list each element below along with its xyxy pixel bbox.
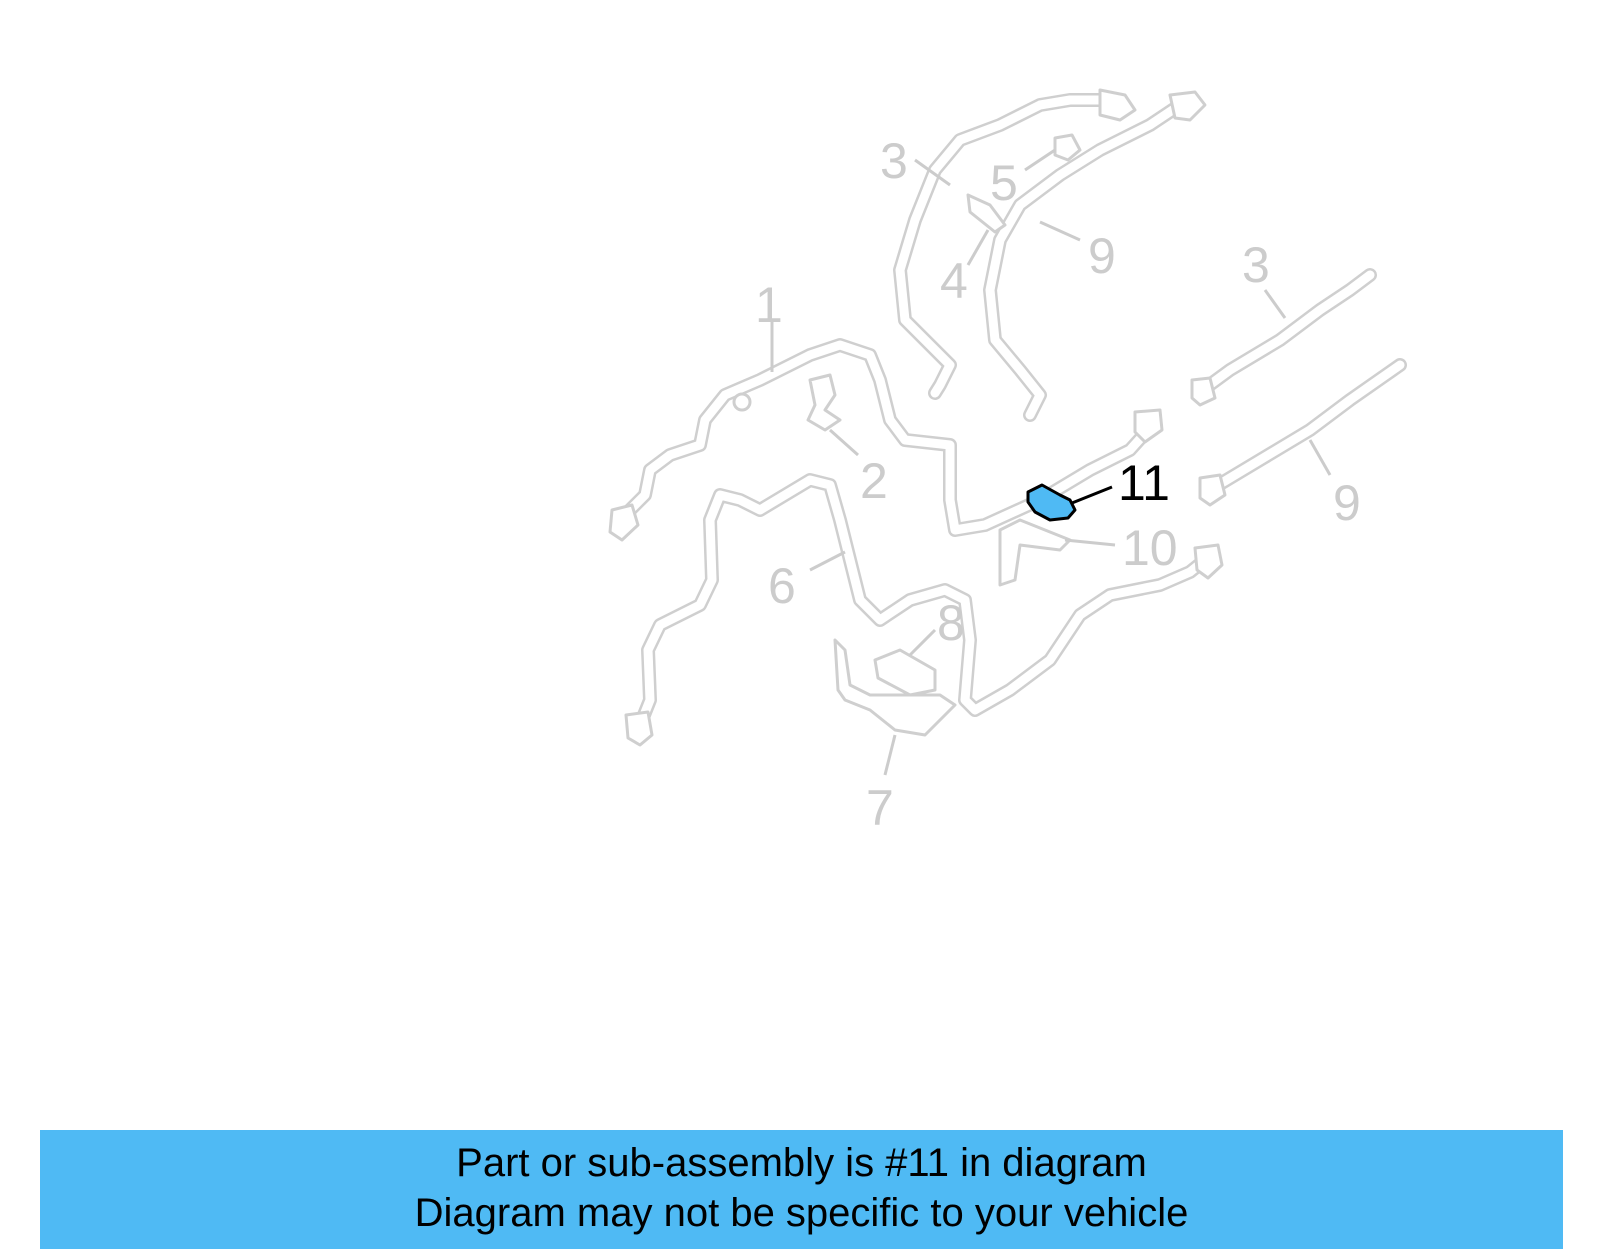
part-10-bracket xyxy=(998,518,1072,587)
callout-6: 6 xyxy=(768,558,796,614)
banner-line-2: Diagram may not be specific to your vehi… xyxy=(414,1191,1189,1235)
leader-9a xyxy=(1039,220,1081,242)
parts-diagram: 1 2 3 3 4 5 6 7 8 9 9 10 11 xyxy=(608,88,1407,836)
leader-2 xyxy=(829,428,859,457)
pipe-6 xyxy=(624,473,1224,747)
info-banner: Part or sub-assembly is #11 in diagram D… xyxy=(40,1130,1563,1249)
part-5-clip xyxy=(1053,133,1082,162)
part-2-clip xyxy=(806,373,842,432)
pipe-3-upper xyxy=(893,88,1137,400)
pipe-9-right xyxy=(1198,358,1407,507)
leader-3b xyxy=(1263,289,1287,319)
banner-line-1: Part or sub-assembly is #11 in diagram xyxy=(456,1141,1147,1185)
part-8-block xyxy=(873,648,937,697)
callout-11: 11 xyxy=(1118,455,1170,511)
leader-10 xyxy=(1064,538,1116,547)
callout-9a: 9 xyxy=(1088,228,1116,284)
leader-4 xyxy=(966,229,990,266)
leader-7 xyxy=(883,734,897,776)
leader-8 xyxy=(908,628,937,657)
part-4-bracket xyxy=(966,193,1007,234)
leader-6 xyxy=(809,550,846,572)
callout-1: 1 xyxy=(755,277,783,333)
callout-3a: 3 xyxy=(880,133,908,189)
leader-9b xyxy=(1308,439,1332,476)
callout-2: 2 xyxy=(860,453,888,509)
pipe-1 xyxy=(608,338,1164,542)
callout-8: 8 xyxy=(937,595,965,651)
leader-5 xyxy=(1024,148,1056,172)
callout-10: 10 xyxy=(1122,520,1178,576)
callout-7: 7 xyxy=(866,780,894,836)
pipe-3-right xyxy=(1190,268,1377,407)
part-11-highlighted xyxy=(1026,483,1077,522)
part-7-bracket xyxy=(833,638,957,737)
leader-11 xyxy=(1071,485,1113,505)
callout-4: 4 xyxy=(940,253,968,309)
callout-3b: 3 xyxy=(1242,237,1270,293)
callout-9b: 9 xyxy=(1333,475,1361,531)
leader-3a xyxy=(914,158,951,187)
pipe-9-upper xyxy=(983,90,1207,422)
callout-5: 5 xyxy=(990,155,1018,211)
